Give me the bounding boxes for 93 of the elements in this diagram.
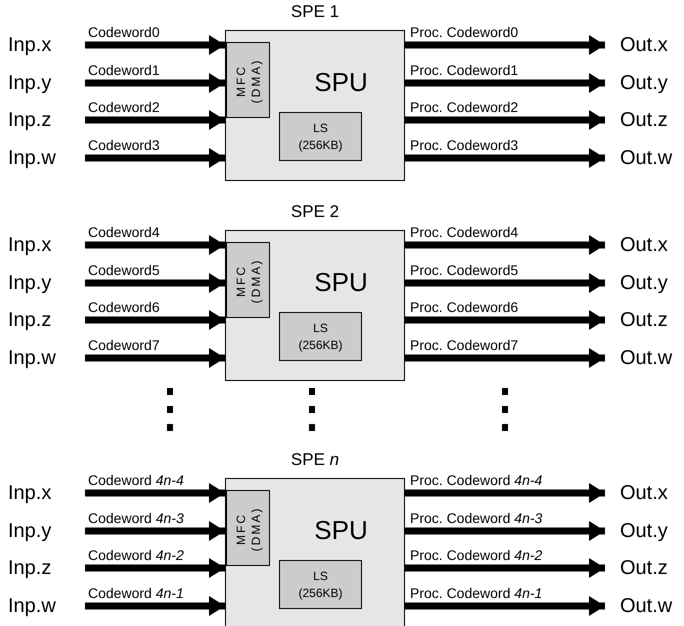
edge-label: Proc. Codeword 4n-3 (410, 510, 542, 526)
memory-flow-controller-box (226, 42, 270, 118)
input-label: Inp.x (8, 33, 52, 57)
edge-label: Codeword0 (88, 24, 160, 40)
output-label: Out.w (620, 146, 672, 170)
input-label: Inp.y (8, 271, 52, 295)
edge-label: Proc. Codeword1 (410, 62, 518, 78)
arrow (405, 310, 605, 330)
arrow (405, 558, 605, 578)
ls-label: LS (256KB) (297, 120, 344, 154)
output-label: Out.w (620, 594, 672, 618)
edge-label: Proc. Codeword0 (410, 24, 518, 40)
arrow (85, 235, 225, 255)
output-label: Out.w (620, 346, 672, 370)
input-label: Inp.w (8, 594, 56, 618)
edge-label: Proc. Codeword 4n-2 (410, 547, 542, 563)
arrow (85, 558, 225, 578)
output-label: Out.y (620, 71, 668, 95)
mfc-label: MFC (DMA) (234, 58, 264, 106)
edge-label: Codeword6 (88, 299, 160, 315)
arrow (85, 483, 225, 503)
output-label: Out.z (620, 108, 668, 132)
output-label: Out.x (620, 33, 668, 57)
memory-flow-controller-box (226, 242, 270, 318)
edge-label: Proc. Codeword5 (410, 262, 518, 278)
mfc-label: MFC (DMA) (234, 258, 264, 306)
arrow (85, 521, 225, 541)
arrow (405, 273, 605, 293)
edge-label: Codeword7 (88, 337, 160, 353)
arrow (405, 73, 605, 93)
local-store-box (279, 560, 362, 609)
arrow (85, 110, 225, 130)
edge-label: Codeword 4n-3 (88, 510, 184, 526)
input-label: Inp.y (8, 71, 52, 95)
processor-box (225, 30, 405, 181)
output-label: Out.z (620, 556, 668, 580)
mfc-label: MFC (DMA) (234, 506, 264, 554)
local-store-box (279, 112, 362, 161)
output-label: Out.x (620, 233, 668, 257)
edge-label: Codeword5 (88, 262, 160, 278)
edge-label: Proc. Codeword3 (410, 137, 518, 153)
processor-box (225, 230, 405, 381)
spu-label: SPU (313, 515, 369, 546)
arrow (405, 235, 605, 255)
ls-label: LS (256KB) (297, 568, 344, 602)
output-label: Out.x (620, 481, 668, 505)
local-store-box (279, 312, 362, 361)
input-label: Inp.x (8, 481, 52, 505)
edge-label: Codeword 4n-4 (88, 472, 184, 488)
arrow (85, 148, 225, 168)
arrow (85, 596, 225, 616)
output-label: Out.y (620, 271, 668, 295)
input-label: Inp.x (8, 233, 52, 257)
processor-box (225, 478, 405, 626)
arrow (85, 310, 225, 330)
arrow (405, 483, 605, 503)
arrow (405, 521, 605, 541)
spe-heading: SPE 2 (290, 202, 340, 222)
edge-label: Proc. Codeword4 (410, 224, 518, 240)
input-label: Inp.z (8, 556, 52, 580)
input-label: Inp.w (8, 346, 56, 370)
edge-label: Codeword2 (88, 99, 160, 115)
arrow (405, 148, 605, 168)
edge-label: Codeword1 (88, 62, 160, 78)
edge-label: Proc. Codeword7 (410, 337, 518, 353)
arrow (405, 348, 605, 368)
input-label: Inp.y (8, 519, 52, 543)
arrow (85, 273, 225, 293)
arrow (85, 35, 225, 55)
arrow (405, 35, 605, 55)
edge-label: Codeword3 (88, 137, 160, 153)
edge-label: Proc. Codeword6 (410, 299, 518, 315)
arrow (85, 73, 225, 93)
edge-label: Codeword 4n-1 (88, 585, 184, 601)
arrow (85, 348, 225, 368)
edge-label: Codeword4 (88, 224, 160, 240)
edge-label: Proc. Codeword2 (410, 99, 518, 115)
output-label: Out.y (620, 519, 668, 543)
edge-label: Codeword 4n-2 (88, 547, 184, 563)
edge-label: Proc. Codeword 4n-1 (410, 585, 542, 601)
ls-label: LS (256KB) (297, 320, 344, 354)
input-label: Inp.z (8, 308, 52, 332)
arrow (405, 596, 605, 616)
spe-heading: SPE n (290, 450, 340, 470)
output-label: Out.z (620, 308, 668, 332)
input-label: Inp.z (8, 108, 52, 132)
input-label: Inp.w (8, 146, 56, 170)
spu-label: SPU (313, 267, 369, 298)
spe-heading: SPE 1 (290, 2, 340, 22)
memory-flow-controller-box (226, 490, 270, 566)
arrow (405, 110, 605, 130)
spu-label: SPU (313, 67, 369, 98)
edge-label: Proc. Codeword 4n-4 (410, 472, 542, 488)
